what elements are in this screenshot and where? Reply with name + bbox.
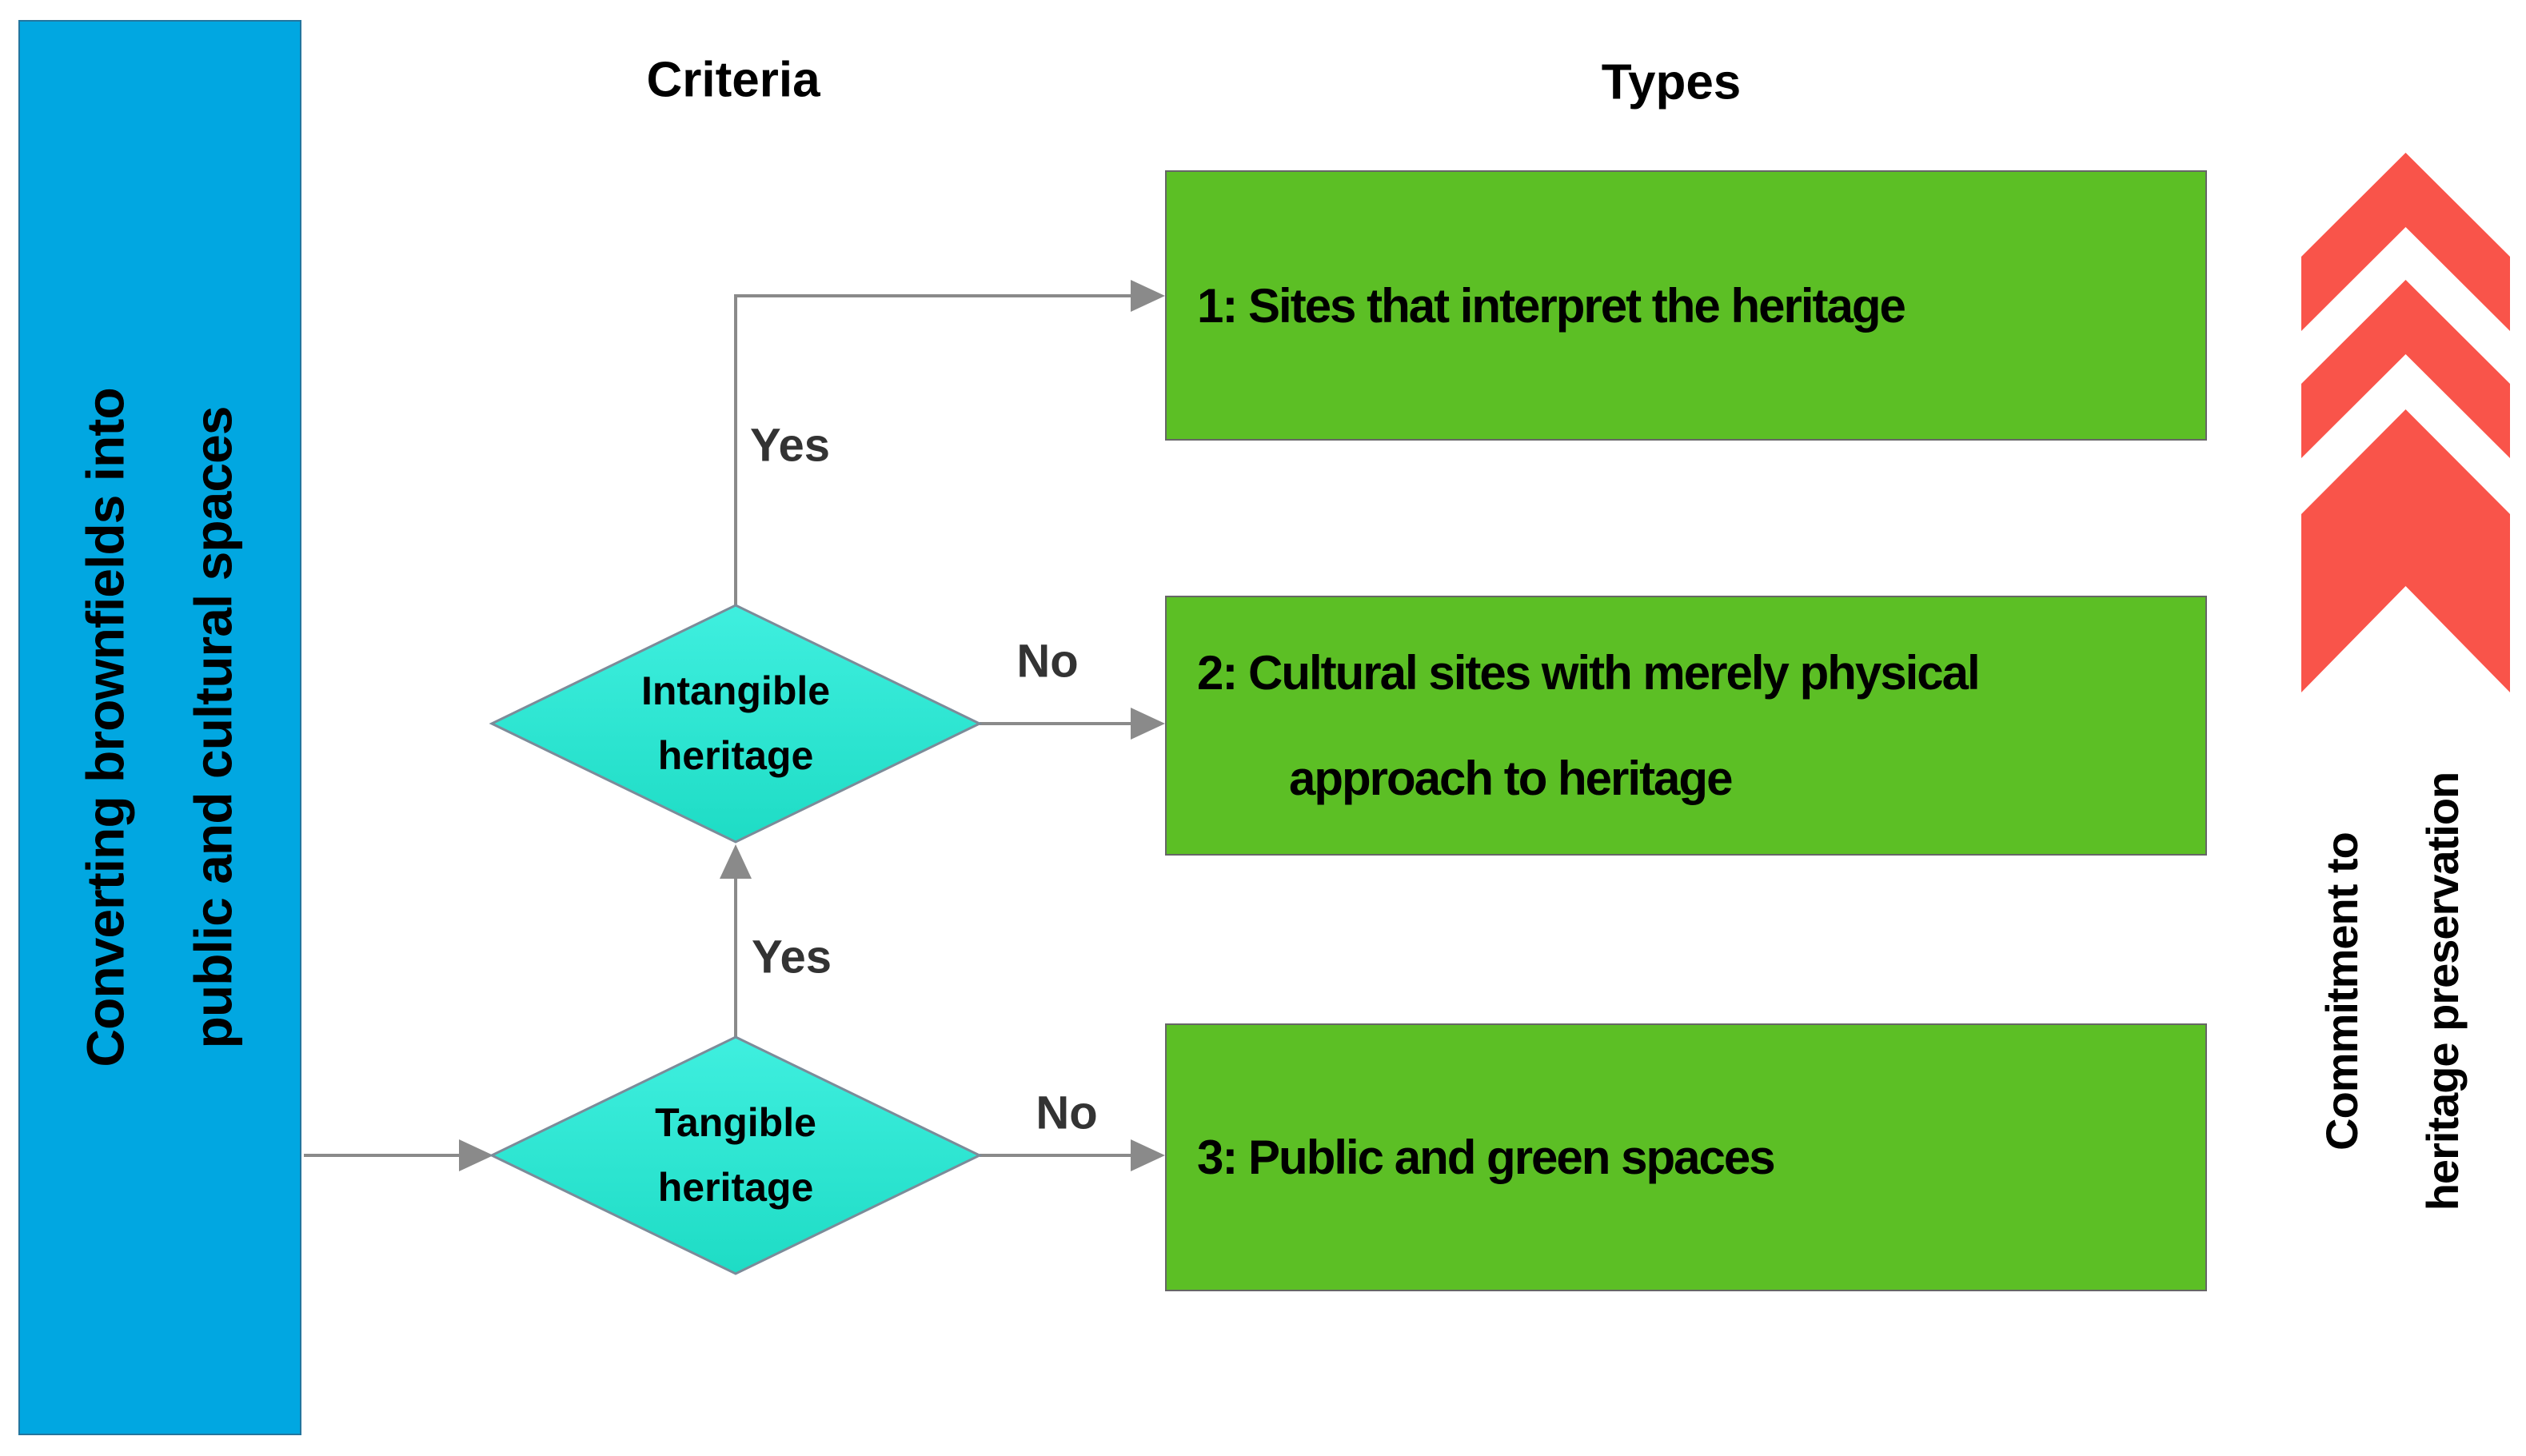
yes-label-intangible: Yes: [750, 419, 830, 472]
types-header: Types: [1601, 54, 1742, 110]
arrowhead-into-type2-icon: [1131, 708, 1165, 740]
commitment-caption: Commitment to heritage preservation: [2292, 772, 2493, 1211]
tangible-heritage-diamond: [489, 1035, 983, 1275]
tangible-label-line-2: heritage: [657, 1165, 814, 1210]
source-title-line-2: public and cultural spaces: [184, 406, 243, 1049]
edge-intangible-yes-to-type1: [734, 294, 1132, 606]
up-chevrons-icon: [2301, 153, 2510, 692]
type-2-line-1: 2: Cultural sites with merely physical: [1197, 645, 1981, 700]
tangible-label-line-1: Tangible: [655, 1100, 816, 1145]
source-title-line-1: Converting brownfields into: [75, 388, 135, 1067]
arrowheads: [459, 280, 1165, 1171]
decision-diamonds: [489, 604, 983, 1275]
no-label-intangible: No: [1016, 635, 1079, 688]
intangible-label-line-1: Intangible: [640, 668, 831, 713]
type-1-text: 1: Sites that interpret the heritage: [1197, 278, 1906, 333]
up-chevron-middle-icon: [2301, 280, 2510, 458]
source-box: Converting brownfields into public and c…: [18, 20, 301, 1435]
type-box-3: 3: Public and green spaces: [1165, 1023, 2207, 1291]
intangible-heritage-diamond: [489, 604, 983, 844]
intangible-heritage-label: Intangible heritage: [641, 659, 830, 788]
arrowhead-into-intangible-icon: [720, 844, 752, 879]
no-label-tangible: No: [1036, 1087, 1098, 1139]
up-chevron-top-icon: [2301, 153, 2510, 331]
tangible-heritage-label: Tangible heritage: [655, 1091, 816, 1220]
type-box-1: 1: Sites that interpret the heritage: [1165, 170, 2207, 441]
commitment-caption-line-2: heritage preservation: [2417, 772, 2468, 1211]
type-box-2: 2: Cultural sites with merely physical a…: [1165, 596, 2207, 856]
connectors: [304, 294, 1132, 1157]
source-title: Converting brownfields into public and c…: [52, 388, 269, 1067]
arrowhead-into-type3-icon: [1131, 1139, 1165, 1171]
criteria-header: Criteria: [646, 52, 820, 108]
yes-label-tangible: Yes: [752, 931, 832, 983]
arrowhead-into-type1-icon: [1131, 280, 1165, 312]
type-2-line-2: approach to heritage: [1289, 751, 1733, 805]
commitment-caption-line-1: Commitment to: [2316, 832, 2367, 1151]
arrowhead-into-tangible-icon: [459, 1139, 493, 1171]
type-3-text: 3: Public and green spaces: [1197, 1131, 1776, 1184]
up-chevron-bottom-icon: [2301, 409, 2510, 692]
intangible-label-line-2: heritage: [657, 733, 814, 778]
